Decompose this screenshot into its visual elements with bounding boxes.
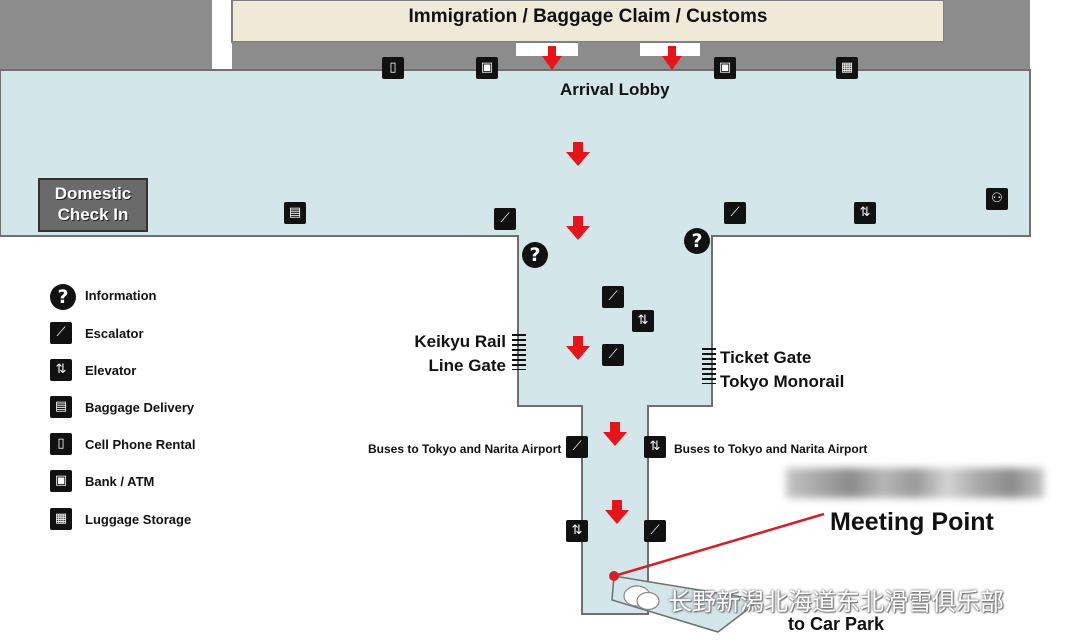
meeting-point-marker (609, 571, 619, 581)
arrow-down-icon (566, 142, 590, 166)
legend-label: Information (85, 288, 157, 303)
bank-atm-icon: ▣ (476, 57, 498, 79)
info-icon: ? (684, 228, 710, 254)
elevator-icon: ⇅ (566, 520, 588, 542)
car-park-label: to Car Park (788, 614, 885, 634)
floor-main (0, 69, 1031, 615)
luggage-storage-icon: ▦ (50, 508, 72, 530)
info-icon: ? (50, 284, 76, 310)
escalator-icon: ⟋ (602, 286, 624, 308)
domestic-checkin-label: Domestic Check In (54, 184, 132, 224)
arrow-down-icon (603, 422, 627, 446)
legend-label: Luggage Storage (85, 512, 192, 527)
monorail-gate-label: Ticket Gate Tokyo Monorail (720, 348, 845, 391)
wechat-logo-icon (623, 585, 660, 611)
domestic-checkin-sign: Domestic Check In (38, 178, 148, 232)
elevator-icon: ⇅ (644, 436, 666, 458)
arrow-down-icon (662, 46, 682, 70)
cell-phone-icon: ▯ (382, 57, 404, 79)
arrow-down-icon (566, 216, 590, 240)
monorail-gate-marker (702, 348, 716, 384)
elevator-icon: ⇅ (50, 359, 72, 381)
info-icon: ? (522, 242, 548, 268)
escalator-icon: ⟋ (644, 520, 666, 542)
luggage-storage-icon: ▦ (836, 57, 858, 79)
obscured-text (786, 468, 1044, 498)
elevator-icon: ⇅ (632, 310, 654, 332)
watermark-text: 长野新潟北海道东北滑雪俱乐部 (668, 588, 1004, 616)
car-park-walkway (611, 575, 762, 633)
immigration-area (231, 0, 945, 43)
escalator-icon: ⟋ (602, 344, 624, 366)
arrow-down-icon (566, 336, 590, 360)
legend-label: Baggage Delivery (85, 400, 195, 415)
legend-label: Cell Phone Rental (85, 437, 196, 452)
restroom-icon: ⚇ (986, 188, 1008, 210)
legend-label: Bank / ATM (85, 474, 155, 489)
buses-right-label: Buses to Tokyo and Narita Airport (674, 442, 868, 456)
meeting-point-label: Meeting Point (830, 508, 994, 536)
upper-wall (0, 0, 1030, 70)
immigration-label: Immigration / Baggage Claim / Customs (408, 6, 768, 27)
bank-atm-icon: ▣ (50, 470, 72, 492)
keikyu-gate-marker (512, 334, 526, 370)
buses-left-label: Buses to Tokyo and Narita Airport (368, 442, 562, 456)
cell-phone-icon: ▯ (50, 433, 72, 455)
legend-label: Escalator (85, 326, 144, 341)
arrival-lobby-label: Arrival Lobby (560, 80, 670, 99)
arrow-down-icon (542, 46, 562, 70)
elevator-icon: ⇅ (854, 202, 876, 224)
escalator-icon: ⟋ (50, 322, 72, 344)
keikyu-gate-label: Keikyu Rail Line Gate (414, 332, 506, 375)
bank-atm-icon: ▣ (714, 57, 736, 79)
meeting-point-line (613, 512, 825, 578)
escalator-icon: ⟋ (494, 208, 516, 230)
legend-label: Elevator (85, 363, 137, 378)
escalator-icon: ⟋ (724, 202, 746, 224)
baggage-delivery-icon: ▤ (284, 202, 306, 224)
baggage-delivery-icon: ▤ (50, 396, 72, 418)
escalator-icon: ⟋ (566, 436, 588, 458)
arrow-down-icon (605, 500, 629, 524)
